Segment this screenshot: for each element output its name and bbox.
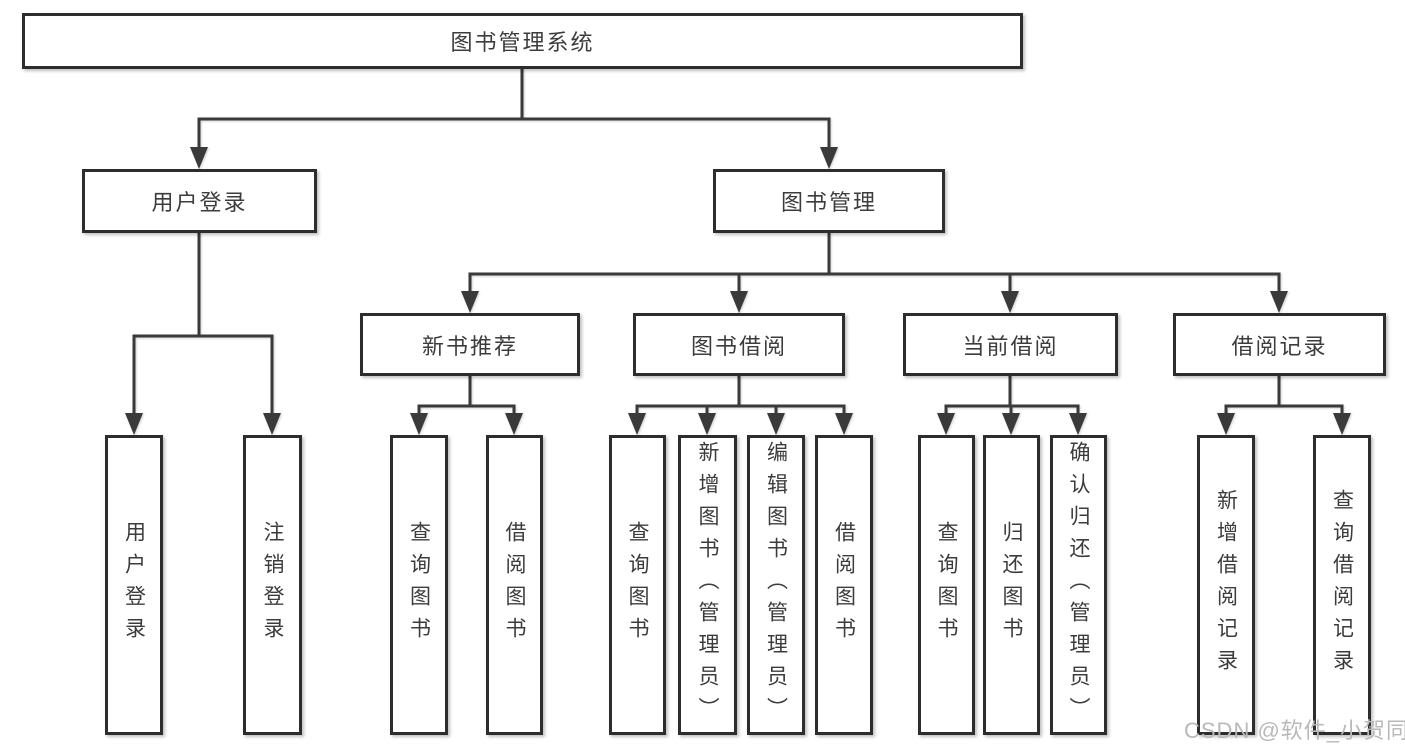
node-user-login-label: 用户登录 — [151, 190, 248, 215]
leaf-add-book-admin-label: 新增图书（管理员） — [696, 441, 719, 729]
leaf-edit-book-admin: 编辑图书（管理员） — [747, 435, 805, 735]
node-borrow-records-label: 借阅记录 — [1231, 333, 1328, 359]
leaf-add-borrow-record-label: 新增借阅记录 — [1214, 489, 1238, 681]
node-borrow-records: 借阅记录 — [1173, 313, 1386, 376]
node-user-login: 用户登录 — [82, 169, 317, 233]
node-book-management-label: 图书管理 — [780, 190, 877, 215]
node-new-book-recommend: 新书推荐 — [360, 313, 580, 376]
leaf-logout-label: 注销登录 — [261, 521, 284, 649]
node-new-book-recommend-label: 新书推荐 — [421, 333, 518, 359]
leaf-user-login-label: 用户登录 — [122, 521, 146, 649]
node-root-label: 图书管理系统 — [450, 30, 595, 55]
leaf-logout: 注销登录 — [243, 435, 302, 735]
leaf-borrow-books-recommend-label: 借阅图书 — [503, 521, 526, 649]
csdn-watermark: CSDN @软件_小贺同学 — [1184, 718, 1405, 743]
node-book-borrow: 图书借阅 — [633, 313, 845, 376]
leaf-add-book-admin: 新增图书（管理员） — [678, 435, 737, 735]
leaf-query-books-current: 查询图书 — [918, 435, 975, 735]
node-book-management: 图书管理 — [713, 169, 945, 233]
leaf-borrow-books-recommend: 借阅图书 — [486, 435, 543, 735]
node-book-borrow-label: 图书借阅 — [690, 333, 787, 359]
leaf-user-login: 用户登录 — [105, 435, 163, 735]
leaf-confirm-return-admin-label: 确认归还（管理员） — [1067, 441, 1090, 729]
leaf-query-books-recommend: 查询图书 — [390, 435, 448, 735]
node-root-system: 图书管理系统 — [22, 13, 1023, 69]
leaf-edit-book-admin-label: 编辑图书（管理员） — [764, 441, 788, 729]
leaf-return-book: 归还图书 — [983, 435, 1040, 735]
leaf-query-borrow-record-label: 查询借阅记录 — [1330, 489, 1354, 681]
leaf-query-borrow-record: 查询借阅记录 — [1313, 435, 1371, 735]
leaf-return-book-label: 归还图书 — [1000, 521, 1023, 649]
leaf-add-borrow-record: 新增借阅记录 — [1197, 435, 1255, 735]
leaf-query-books-current-label: 查询图书 — [935, 521, 958, 649]
leaf-query-books-borrow: 查询图书 — [609, 435, 666, 735]
leaf-confirm-return-admin: 确认归还（管理员） — [1050, 435, 1107, 735]
leaf-query-books-borrow-label: 查询图书 — [626, 521, 649, 649]
leaf-borrow-books: 借阅图书 — [815, 435, 873, 735]
leaf-query-books-recommend-label: 查询图书 — [407, 521, 431, 649]
node-current-borrow-label: 当前借阅 — [962, 333, 1059, 359]
node-current-borrow: 当前借阅 — [903, 313, 1118, 376]
leaf-borrow-books-label: 借阅图书 — [832, 521, 856, 649]
